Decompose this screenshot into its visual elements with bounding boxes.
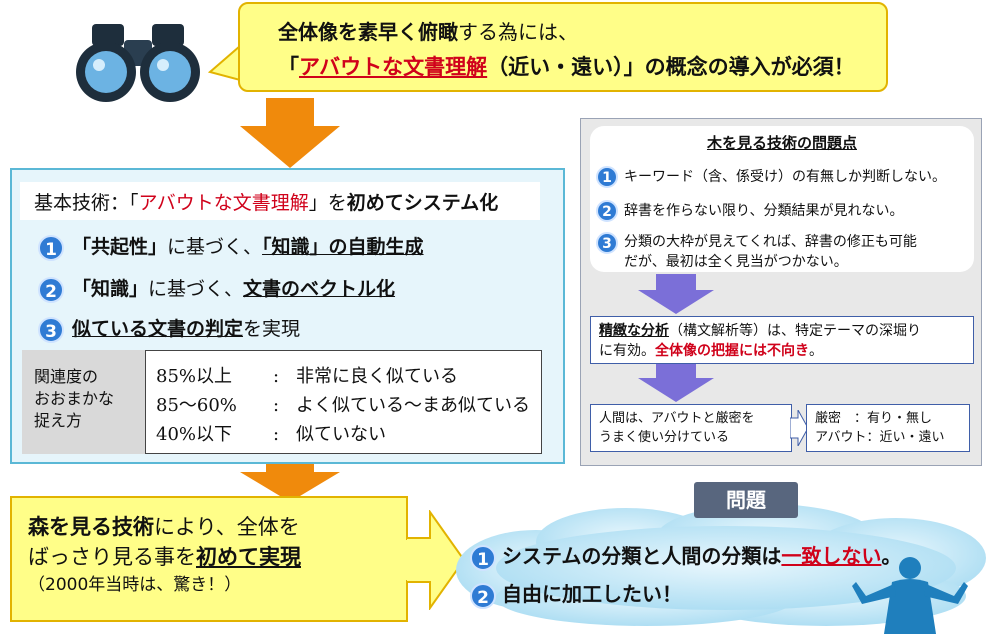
analysis-precise: 精緻な分析 <box>599 323 669 339</box>
tech-item-2-b: に基づく、 <box>148 278 244 300</box>
bubble-line2-rest: 」の概念の導入が必須！ <box>623 55 855 79</box>
bubble-tail <box>208 44 242 82</box>
tech-title: 基本技術：「アバウトな文書理解」を初めてシステム化 <box>20 182 540 220</box>
relevance-sep: : <box>272 366 280 387</box>
bubble-about-understanding: アバウトな文書理解 <box>299 55 488 79</box>
right-arrow-yellow <box>406 510 466 610</box>
down-arrow-orange <box>240 98 340 168</box>
analysis-unsuitable: 全体像の把握には不向き <box>655 343 809 359</box>
tech-item-3: 3 似ている文書の判定を実現 <box>38 314 300 343</box>
bubble-line1-bold: 全体像を素早く俯瞰 <box>278 20 458 44</box>
problem-item-1-end: 。 <box>881 544 902 568</box>
tech-item-1: 1 「共起性」に基づく、「知識」の自動生成 <box>38 232 424 261</box>
analysis-end: 。 <box>809 343 823 359</box>
number-badge-3: 3 <box>596 232 618 254</box>
tech-title-first-system: 初めてシステム化 <box>346 192 499 214</box>
down-arrow-purple <box>638 364 714 402</box>
number-badge-3: 3 <box>38 316 64 343</box>
tech-item-2: 2 「知識」に基づく、文書のベクトル化 <box>38 274 395 303</box>
relevance-sep: : <box>272 424 280 445</box>
issue-item-3: 3 分類の大枠が見えてくれば、辞書の修正も可能 だが、最初は全く見当がつかない。 <box>596 232 917 272</box>
number-badge-1: 1 <box>596 166 618 188</box>
forest-tech: 森を見る技術 <box>28 515 154 539</box>
issue-text: 辞書を作らない限り、分類結果が見れない。 <box>624 203 904 219</box>
number-badge-1: 1 <box>38 234 64 261</box>
issue-text: 分類の大枠が見えてくれば、辞書の修正も可能 だが、最初は全く見当がつかない。 <box>624 234 917 270</box>
relevance-desc: 似ていない <box>296 424 386 445</box>
forest-l2-a: ばっさり見る事を <box>28 545 196 569</box>
bubble-quote-open: 「 <box>278 55 299 79</box>
bubble-line1-rest: する為には、 <box>458 20 578 44</box>
tech-item-2-c: 文書のベクトル化 <box>243 278 396 300</box>
about-line: アバウト：近い・遠い <box>815 430 945 445</box>
tech-title-about: アバウトな文書理解 <box>138 192 309 214</box>
down-arrow-purple <box>638 274 714 314</box>
binoculars-icon <box>76 24 200 102</box>
bubble-near-far: （近い・遠い） <box>487 55 624 79</box>
issues-list-box <box>590 126 974 272</box>
number-badge-2: 2 <box>470 582 496 609</box>
problem-item-1-a: システムの分類と人間の分類は <box>502 544 782 568</box>
problem-item-2-a: 自由に加工したい！ <box>502 582 682 606</box>
issues-title: 木を見る技術の問題点 <box>706 134 857 152</box>
relevance-desc: よく似ている〜まあ似ている <box>296 395 530 416</box>
forest-first-realized: 初めて実現 <box>196 545 301 569</box>
forest-technology-box: 森を見る技術により、全体を ばっさり見る事を初めて実現 （2000年当時は、驚き… <box>10 496 408 622</box>
relevance-pct: 85%以上 <box>156 366 233 387</box>
tech-item-3-b: を実現 <box>243 318 301 340</box>
relevance-row-3: 40%以下: 似ていない <box>156 420 386 446</box>
tech-title-wo: 」を <box>308 192 347 214</box>
tech-item-1-a: 「共起性」 <box>72 236 168 258</box>
person-silhouette-icon <box>852 557 968 634</box>
number-badge-1: 1 <box>470 544 496 571</box>
relevance-row-2: 85〜60%: よく似ている〜まあ似ている <box>156 391 530 417</box>
analysis-desc: （構文解析等）は、特定テーマの深堀り に有効。 <box>599 323 921 359</box>
relevance-label: 関連度の おおまかな 捉え方 <box>22 350 146 454</box>
number-badge-2: 2 <box>596 200 618 222</box>
relevance-desc: 非常に良く似ている <box>296 366 458 387</box>
issue-text: キーワード（含、係受け）の有無しか判断しない。 <box>624 169 946 185</box>
strict-about-box: 厳密 ：有り・無し アバウト：近い・遠い <box>806 404 970 452</box>
down-arrow-orange <box>240 464 340 502</box>
number-badge-2: 2 <box>38 276 64 303</box>
human-text: 人間は、アバウトと厳密を うまく使い分けている <box>599 411 755 445</box>
precise-analysis-box: 精緻な分析（構文解析等）は、特定テーマの深堀り に有効。全体像の把握には不向き。 <box>590 316 974 364</box>
tech-item-1-c: 「知識」の自動生成 <box>262 236 424 258</box>
right-arrow-small <box>790 410 808 446</box>
tech-item-1-b: に基づく、 <box>167 236 263 258</box>
tech-item-2-a: 「知識」 <box>72 278 149 300</box>
tech-item-3-a: 似ている文書の判定 <box>72 318 244 340</box>
issue-item-2: 2 辞書を作らない限り、分類結果が見れない。 <box>596 200 903 222</box>
relevance-pct: 85〜60% <box>156 395 237 416</box>
relevance-row-1: 85%以上: 非常に良く似ている <box>156 362 458 388</box>
tech-title-prefix: 基本技術：「 <box>34 192 139 214</box>
human-usage-box: 人間は、アバウトと厳密を うまく使い分けている <box>590 404 792 452</box>
top-speech-bubble: 全体像を素早く俯瞰する為には、 「アバウトな文書理解（近い・遠い）」の概念の導入… <box>238 2 888 92</box>
problem-item-1-mismatch: 一致しない <box>781 544 882 568</box>
strict-line: 厳密 ：有り・無し <box>815 411 933 426</box>
relevance-pct: 40%以下 <box>156 424 233 445</box>
problem-label: 問題 <box>694 482 798 518</box>
relevance-sep: : <box>272 395 280 416</box>
issue-item-1: 1 キーワード（含、係受け）の有無しか判断しない。 <box>596 166 946 188</box>
forest-l1-rest: により、全体を <box>154 515 300 539</box>
forest-note: （2000年当時は、驚き！） <box>28 575 242 595</box>
